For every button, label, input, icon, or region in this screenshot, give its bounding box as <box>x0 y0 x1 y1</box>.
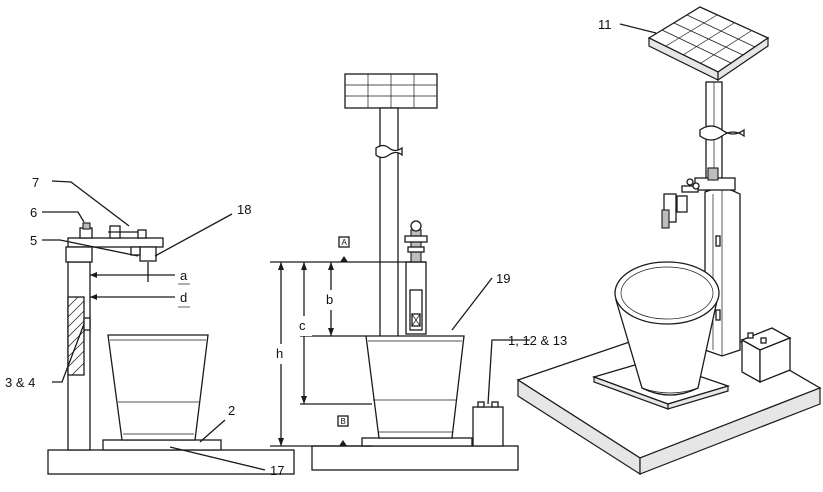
front-bucket <box>365 335 465 439</box>
dimension-b: b <box>326 292 333 307</box>
side-platform <box>102 439 222 451</box>
dimension-a: a <box>180 268 188 283</box>
callout-2: 2 <box>228 403 235 418</box>
callout-1-12-13: 1, 12 & 13 <box>508 333 567 348</box>
callout-18: 18 <box>237 202 251 217</box>
front-platform <box>361 437 473 447</box>
isometric-view: 11 <box>516 6 822 476</box>
callout-5: 5 <box>30 233 37 248</box>
dimension-h: h <box>276 346 283 361</box>
callout-6: 6 <box>30 205 37 220</box>
reference-mark-b: B <box>341 417 346 426</box>
front-battery-box <box>472 406 504 447</box>
callout-17: 17 <box>270 463 284 478</box>
front-view: A B h c b 19 1, 12 & 13 <box>270 73 567 471</box>
reference-mark-a: A <box>342 238 348 247</box>
side-bucket <box>107 334 209 441</box>
side-top-arm <box>67 237 164 248</box>
callout-3-4: 3 & 4 <box>5 375 35 390</box>
front-base-plate <box>311 445 519 471</box>
dimension-d: d <box>180 290 187 305</box>
side-base-plate <box>47 449 295 475</box>
side-view: a d 7 6 5 18 3 & 4 2 17 <box>5 175 295 478</box>
callout-7: 7 <box>32 175 39 190</box>
callout-11: 11 <box>598 17 612 32</box>
callout-19: 19 <box>496 271 510 286</box>
iso-bucket <box>614 261 720 325</box>
dimension-c: c <box>299 318 306 333</box>
iso-solar-panel <box>647 6 770 73</box>
